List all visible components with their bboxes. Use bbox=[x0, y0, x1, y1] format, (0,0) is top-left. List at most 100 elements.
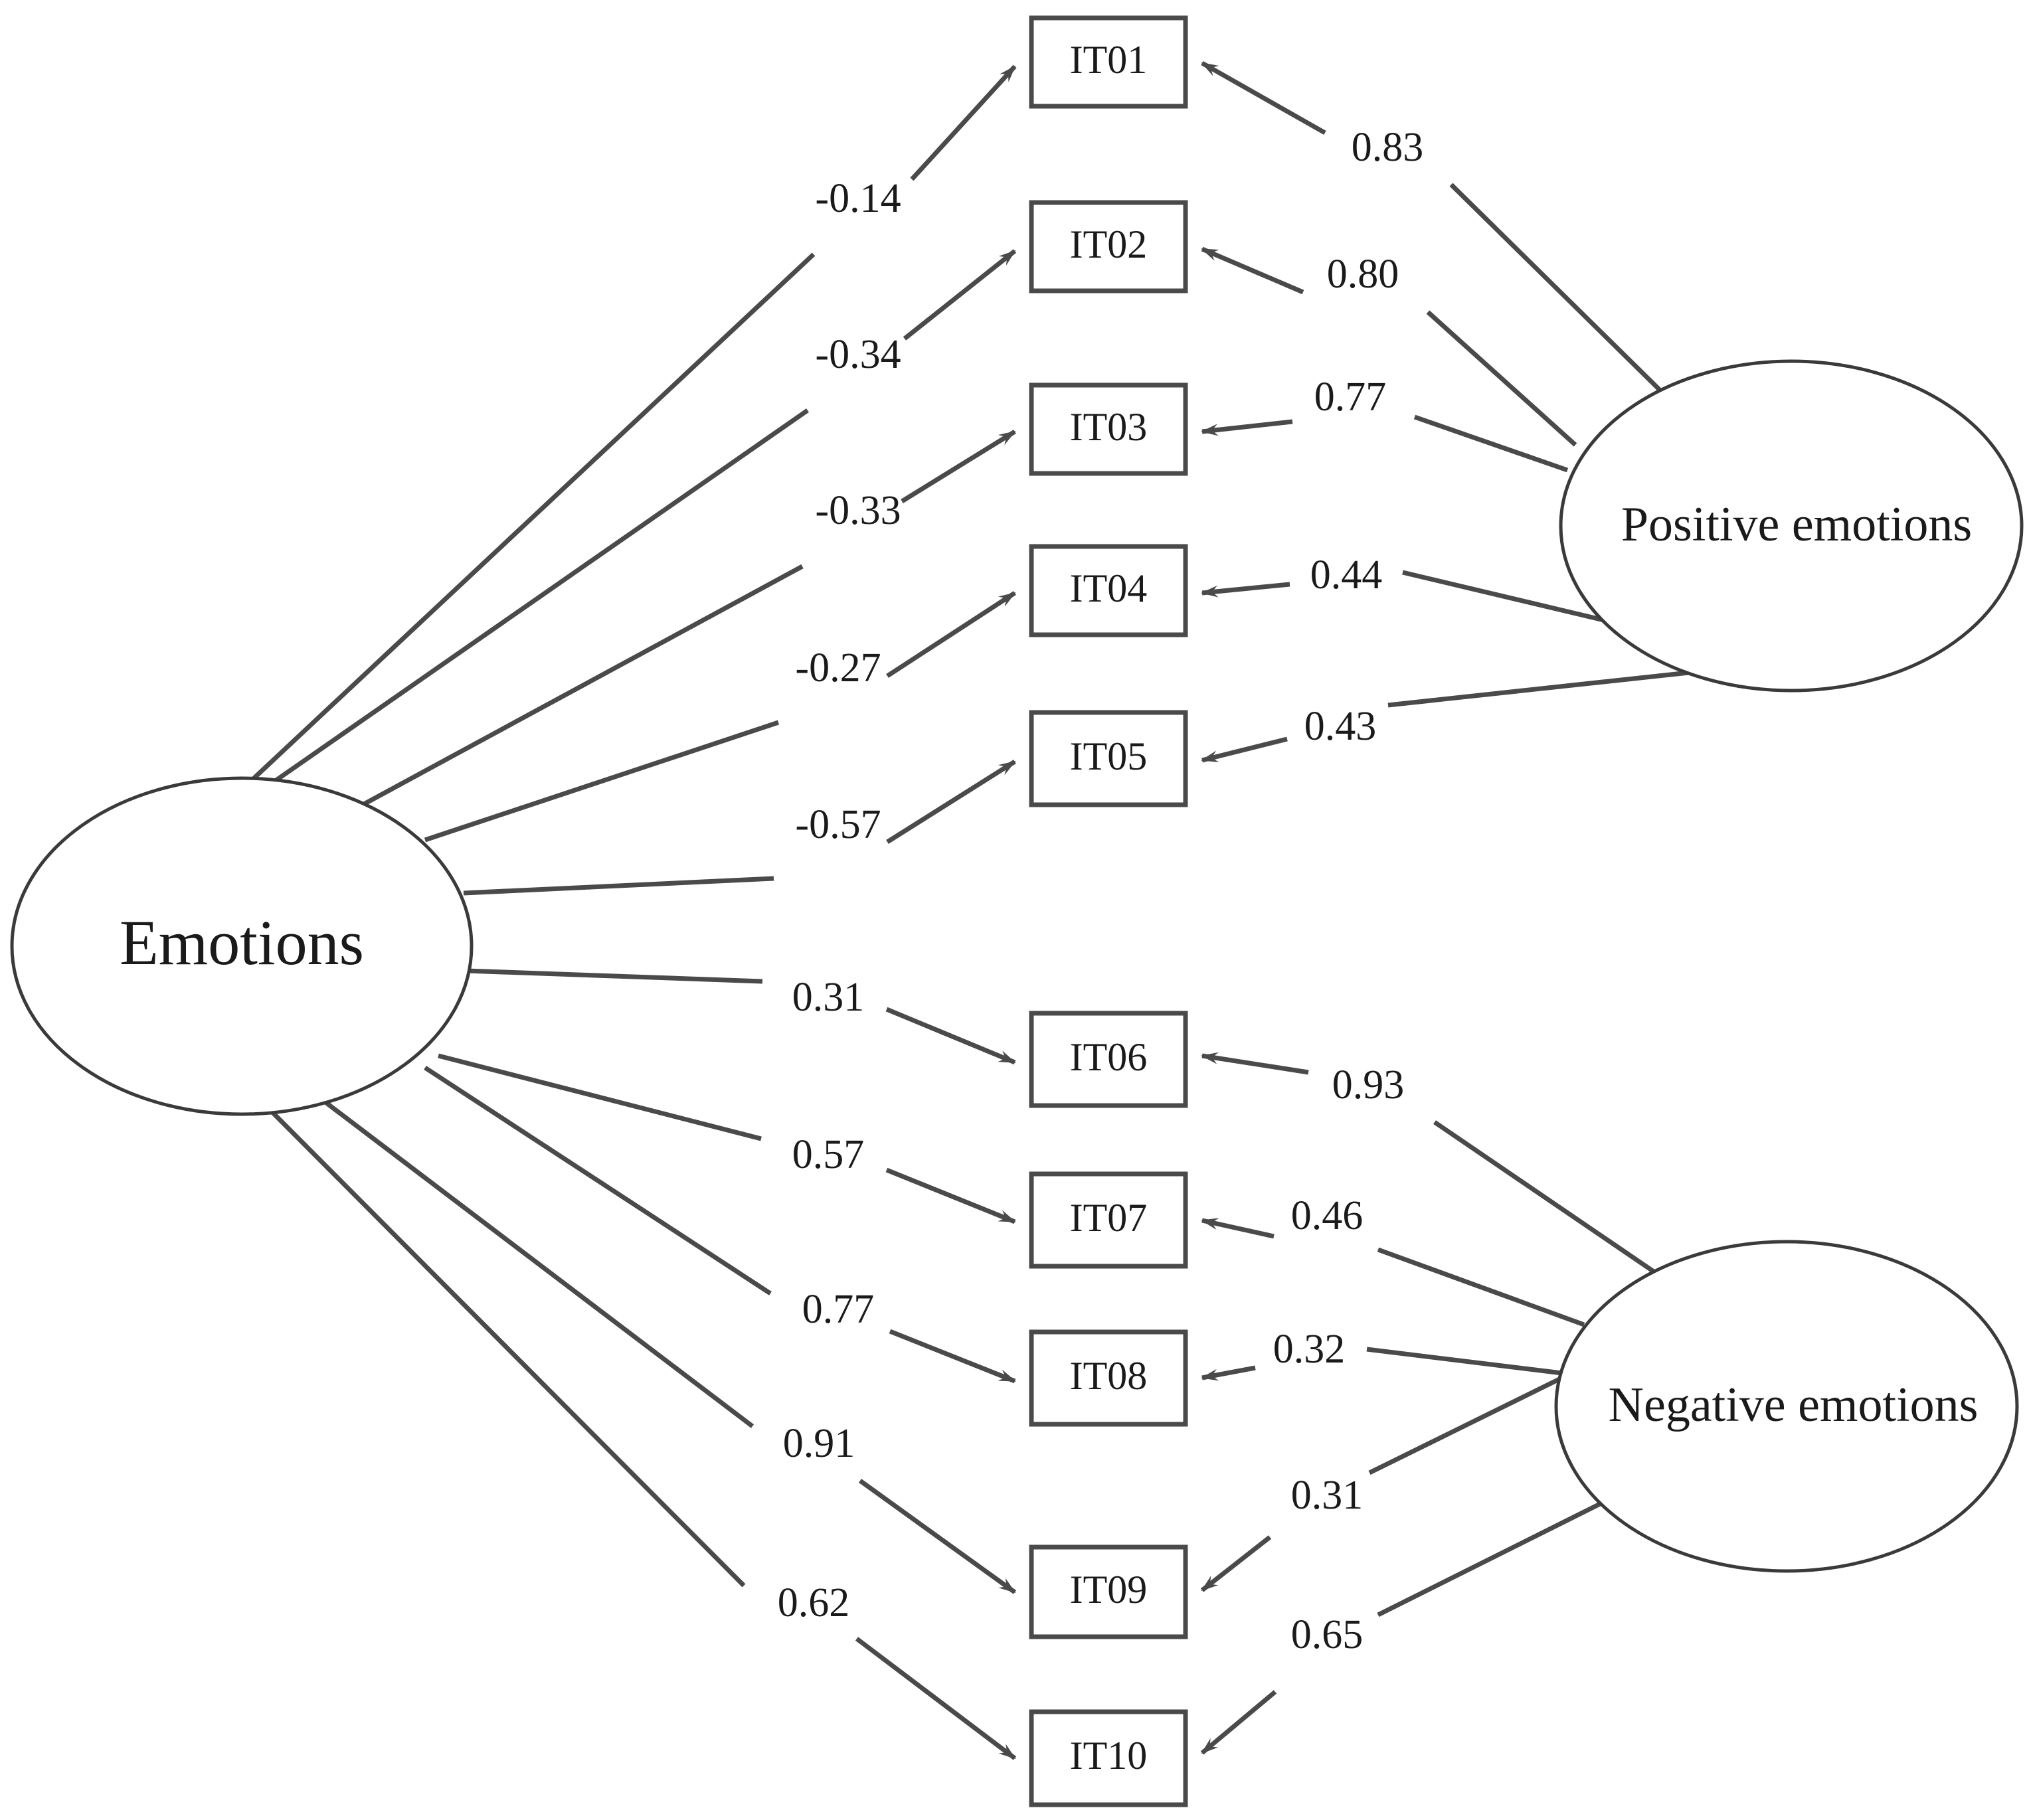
indicator-box-it06[interactable]: IT06 bbox=[1029, 1011, 1188, 1108]
path-emotions-it10-seg2 bbox=[855, 1637, 1017, 1760]
coef-emotions-it02: -0.34 bbox=[815, 332, 901, 377]
coef-negative-it09: 0.31 bbox=[1291, 1473, 1364, 1518]
path-emotions-it08-seg2 bbox=[889, 1329, 1016, 1384]
coef-emotions-it07: 0.57 bbox=[792, 1132, 865, 1177]
coef-negative-it06: 0.93 bbox=[1332, 1062, 1405, 1108]
rect-it06[interactable] bbox=[1029, 1011, 1188, 1108]
indicator-box-it04[interactable]: IT04 bbox=[1029, 544, 1188, 637]
indicator-box-it08[interactable]: IT08 bbox=[1029, 1329, 1188, 1427]
paths-emotions-to-upper-indicators bbox=[249, 64, 1017, 896]
indicator-box-it09[interactable]: IT09 bbox=[1029, 1544, 1188, 1639]
coef-positive-it04: 0.44 bbox=[1310, 552, 1383, 598]
rect-it10[interactable] bbox=[1029, 1709, 1188, 1807]
path-positive-it03-seg2 bbox=[1201, 419, 1293, 436]
coef-emotions-it06: 0.31 bbox=[792, 975, 865, 1020]
path-positive-it04-seg2 bbox=[1201, 582, 1290, 598]
path-emotions-it01-seg2 bbox=[910, 64, 1017, 181]
ellipse-negative-emotions-label: Negative emotions bbox=[1609, 1378, 1979, 1432]
label-it02: IT02 bbox=[1070, 222, 1148, 266]
path-positive-it03-seg1 bbox=[1413, 414, 1569, 473]
ellipse-positive-emotions-label: Positive emotions bbox=[1621, 497, 1972, 552]
coef-emotions-it05: -0.57 bbox=[795, 802, 881, 847]
path-negative-it08-seg1 bbox=[1366, 1347, 1563, 1376]
path-emotions-it05-seg1 bbox=[463, 876, 774, 896]
path-positive-it01-seg2 bbox=[1201, 60, 1326, 135]
path-emotions-it04-seg2 bbox=[886, 591, 1016, 678]
indicator-box-it01[interactable]: IT01 bbox=[1029, 15, 1188, 109]
path-emotions-it07-seg2 bbox=[885, 1167, 1016, 1224]
path-positive-it05-seg1 bbox=[1387, 669, 1696, 708]
path-negative-it06-seg1 bbox=[1433, 1120, 1670, 1283]
path-emotions-it08-seg1 bbox=[424, 1066, 772, 1295]
label-it09: IT09 bbox=[1070, 1568, 1148, 1612]
path-positive-it02-seg2 bbox=[1201, 246, 1304, 295]
path-negative-it09-seg1 bbox=[1368, 1375, 1563, 1475]
coef-emotions-it10: 0.62 bbox=[778, 1580, 850, 1625]
path-emotions-it05-seg2 bbox=[886, 760, 1016, 844]
rect-it07[interactable] bbox=[1029, 1171, 1188, 1269]
label-it04: IT04 bbox=[1070, 566, 1148, 610]
label-it08: IT08 bbox=[1070, 1354, 1148, 1398]
path-emotions-it02-seg2 bbox=[903, 249, 1017, 341]
path-emotions-it07-seg1 bbox=[438, 1053, 762, 1141]
path-emotions-it10-seg1 bbox=[264, 1104, 746, 1588]
label-it01: IT01 bbox=[1070, 38, 1148, 82]
path-emotions-it06-seg2 bbox=[885, 1007, 1016, 1065]
coefficient-labels-right: 0.83 0.80 0.77 0.44 0.43 0.93 0.46 0.32 … bbox=[1273, 125, 1424, 1657]
label-it07: IT07 bbox=[1070, 1196, 1148, 1240]
rect-it01[interactable] bbox=[1029, 15, 1188, 109]
ellipse-negative-emotions[interactable] bbox=[1554, 1240, 2019, 1573]
path-emotions-it04-seg1 bbox=[424, 720, 780, 843]
indicator-box-it10[interactable]: IT10 bbox=[1029, 1709, 1188, 1807]
label-it10: IT10 bbox=[1070, 1734, 1148, 1778]
coef-emotions-it04: -0.27 bbox=[795, 645, 881, 691]
coef-emotions-it09: 0.91 bbox=[783, 1421, 855, 1466]
coef-negative-it10: 0.65 bbox=[1291, 1612, 1364, 1657]
latent-variable-emotions[interactable]: Emotions bbox=[10, 776, 474, 1116]
path-negative-it07-seg2 bbox=[1201, 1218, 1275, 1239]
paths-emotions-to-lower-indicators bbox=[264, 968, 1017, 1760]
latent-variable-positive-emotions[interactable]: Positive emotions bbox=[1559, 359, 2024, 693]
path-negative-it10-seg2 bbox=[1200, 1690, 1277, 1755]
indicator-box-it05[interactable]: IT05 bbox=[1029, 710, 1188, 807]
path-positive-it04-seg1 bbox=[1402, 570, 1621, 627]
ellipse-emotions-label: Emotions bbox=[120, 907, 364, 978]
label-it06: IT06 bbox=[1070, 1035, 1148, 1079]
rect-it03[interactable] bbox=[1029, 382, 1188, 476]
rect-it09[interactable] bbox=[1029, 1544, 1188, 1639]
rect-it02[interactable] bbox=[1029, 200, 1188, 293]
coef-positive-it01: 0.83 bbox=[1352, 125, 1424, 170]
indicator-box-it02[interactable]: IT02 bbox=[1029, 200, 1188, 293]
path-negative-it06-seg2 bbox=[1201, 1052, 1309, 1075]
path-emotions-it09-seg1 bbox=[323, 1100, 754, 1428]
coef-emotions-it08: 0.77 bbox=[802, 1287, 875, 1332]
path-emotions-it03-seg1 bbox=[354, 564, 804, 811]
path-emotions-it09-seg2 bbox=[858, 1479, 1017, 1594]
rect-it04[interactable] bbox=[1029, 544, 1188, 637]
coef-negative-it07: 0.46 bbox=[1291, 1193, 1364, 1238]
path-emotions-it01-seg1 bbox=[249, 252, 816, 783]
path-negative-it09-seg2 bbox=[1200, 1535, 1272, 1592]
coef-emotions-it01: -0.14 bbox=[815, 176, 901, 221]
latent-variable-negative-emotions[interactable]: Negative emotions bbox=[1554, 1240, 2019, 1573]
indicator-box-it03[interactable]: IT03 bbox=[1029, 382, 1188, 476]
path-emotions-it06-seg1 bbox=[466, 968, 763, 984]
rect-it05[interactable] bbox=[1029, 710, 1188, 807]
rect-it08[interactable] bbox=[1029, 1329, 1188, 1427]
coefficient-labels-left: -0.14 -0.34 -0.33 -0.27 -0.57 0.31 0.57 … bbox=[778, 176, 901, 1625]
label-it05: IT05 bbox=[1070, 734, 1148, 778]
path-positive-it05-seg2 bbox=[1201, 736, 1288, 763]
indicator-box-it07[interactable]: IT07 bbox=[1029, 1171, 1188, 1269]
coef-positive-it05: 0.43 bbox=[1304, 704, 1377, 749]
path-negative-it08-seg2 bbox=[1201, 1365, 1256, 1381]
coef-positive-it03: 0.77 bbox=[1314, 374, 1387, 420]
label-it03: IT03 bbox=[1070, 405, 1148, 449]
ellipse-emotions[interactable] bbox=[10, 776, 474, 1116]
paths-positive-to-indicators bbox=[1201, 60, 1696, 763]
coef-positive-it02: 0.80 bbox=[1327, 252, 1399, 297]
path-emotions-it03-seg2 bbox=[901, 430, 1016, 503]
path-emotions-it02-seg1 bbox=[264, 408, 809, 789]
ellipse-positive-emotions[interactable] bbox=[1559, 359, 2024, 693]
